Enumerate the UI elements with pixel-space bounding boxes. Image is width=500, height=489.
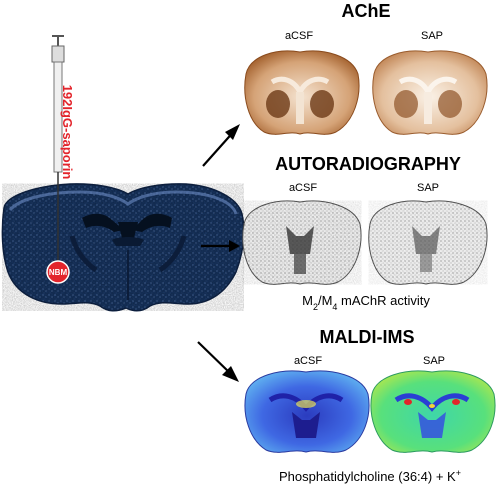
- ache-acsf-section: [244, 50, 360, 135]
- ache-title: AChE: [342, 1, 391, 21]
- nissl-section: [1, 183, 245, 312]
- nbm-marker: NBM: [46, 260, 70, 284]
- autorad-acsf-label: aCSF: [289, 182, 317, 194]
- maldi-sap-label: SAP: [423, 355, 445, 367]
- caption-m: M: [302, 293, 313, 308]
- maldi-caption-sup: +: [456, 468, 461, 478]
- ache-acsf-label: aCSF: [285, 30, 313, 42]
- caption-sub-4: 4: [332, 302, 337, 312]
- maldi-sap-section: [370, 370, 496, 453]
- arrow-to-maldi: [197, 341, 239, 382]
- autorad-sap-section: [368, 200, 488, 285]
- caption-end: mAChR activity: [337, 293, 430, 308]
- syringe-label: 192IgG-saporin: [60, 85, 75, 180]
- arrow-to-autoradiography: [201, 240, 240, 252]
- autorad-sap-label: SAP: [417, 182, 439, 194]
- autoradiography-title: AUTORADIOGRAPHY: [275, 154, 461, 174]
- autorad-caption: M2/M4 mAChR activity: [302, 293, 430, 312]
- autorad-acsf-section: [242, 200, 362, 285]
- maldi-acsf-section: [244, 370, 370, 453]
- maldi-acsf-label: aCSF: [294, 355, 322, 367]
- maldi-title: MALDI-IMS: [320, 327, 415, 347]
- syringe-icon: [51, 35, 65, 266]
- nbm-label: NBM: [49, 268, 68, 277]
- caption-sub-2: 2: [313, 302, 318, 312]
- maldi-caption-base: Phosphatidylcholine (36:4) + K: [279, 469, 456, 484]
- caption-mid: /M: [318, 293, 332, 308]
- arrow-to-ache: [202, 124, 240, 167]
- ache-sap-label: SAP: [421, 30, 443, 42]
- ache-sap-section: [372, 50, 488, 135]
- maldi-caption: Phosphatidylcholine (36:4) + K+: [279, 468, 461, 484]
